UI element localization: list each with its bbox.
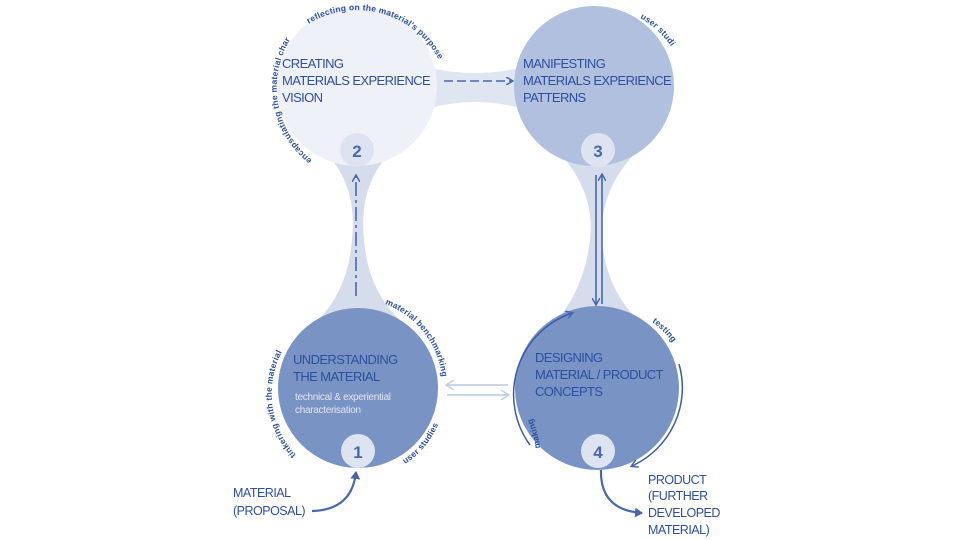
- connector-2-3: [430, 68, 520, 108]
- output-arrow: [599, 469, 643, 518]
- input-label: MATERIAL (PROPOSAL): [233, 486, 306, 518]
- stage-4-badge: 4: [581, 434, 615, 468]
- testing-cycle-arrow: [632, 363, 684, 466]
- title-line: MATERIALS EXPERIENCE: [282, 73, 431, 88]
- output-label-line: PRODUCT: [648, 473, 707, 487]
- stage-2-badge: 2: [340, 133, 374, 167]
- stage-3-badge: 3: [581, 133, 615, 167]
- stage-1-badge: 1: [341, 434, 375, 468]
- input-label-line: MATERIAL: [233, 486, 291, 500]
- output-label: PRODUCT (FURTHER DEVELOPED MATERIAL): [648, 473, 721, 537]
- connector-2-1: [318, 148, 400, 320]
- arc-label-text: encapsulating the material characterisat…: [0, 0, 313, 166]
- stage-3-title: MANIFESTING MATERIALS EXPERIENCE PATTERN…: [523, 56, 673, 105]
- input-arrow: [311, 471, 361, 513]
- stage-4-circle[interactable]: [515, 306, 679, 470]
- stage-1-number: 1: [353, 443, 362, 462]
- title-line: MATERIALS EXPERIENCE: [523, 73, 672, 88]
- input-label-line: (PROPOSAL): [233, 504, 305, 518]
- connector-3-4: [555, 148, 640, 322]
- title-line: PATTERNS: [523, 90, 587, 105]
- stage-3-circle[interactable]: [514, 6, 674, 166]
- title-line: THE MATERIAL: [293, 369, 380, 384]
- title-line: DESIGNING: [535, 350, 603, 365]
- title-line: CONCEPTS: [535, 384, 603, 399]
- stage-2-circle[interactable]: [277, 6, 437, 166]
- stage-2-number: 2: [352, 142, 361, 161]
- making-cycle-arrow: [512, 313, 572, 446]
- output-label-line: DEVELOPED: [648, 506, 720, 520]
- output-label-line: (FURTHER: [648, 489, 708, 503]
- title-line: MANIFESTING: [523, 56, 606, 71]
- title-line: UNDERSTANDING: [293, 352, 398, 367]
- title-line: MATERIAL / PRODUCT: [535, 367, 664, 382]
- subtitle-line: technical & experiential: [295, 392, 391, 403]
- title-line: VISION: [282, 90, 323, 105]
- stage-2-title: CREATING MATERIALS EXPERIENCE VISION: [282, 56, 432, 105]
- subtitle-line: characterisation: [295, 405, 361, 416]
- stage-4-title: DESIGNING MATERIAL / PRODUCT CONCEPTS: [535, 350, 664, 399]
- stage-1-title: UNDERSTANDING THE MATERIAL technical & e…: [293, 352, 399, 416]
- stage-1-circle[interactable]: [278, 308, 438, 468]
- stage-3-number: 3: [593, 142, 602, 161]
- stage-4-number: 4: [593, 443, 603, 462]
- output-label-line: MATERIAL): [648, 523, 710, 537]
- title-line: CREATING: [282, 56, 344, 71]
- arc-label: encapsulating the material characterisat…: [0, 0, 313, 166]
